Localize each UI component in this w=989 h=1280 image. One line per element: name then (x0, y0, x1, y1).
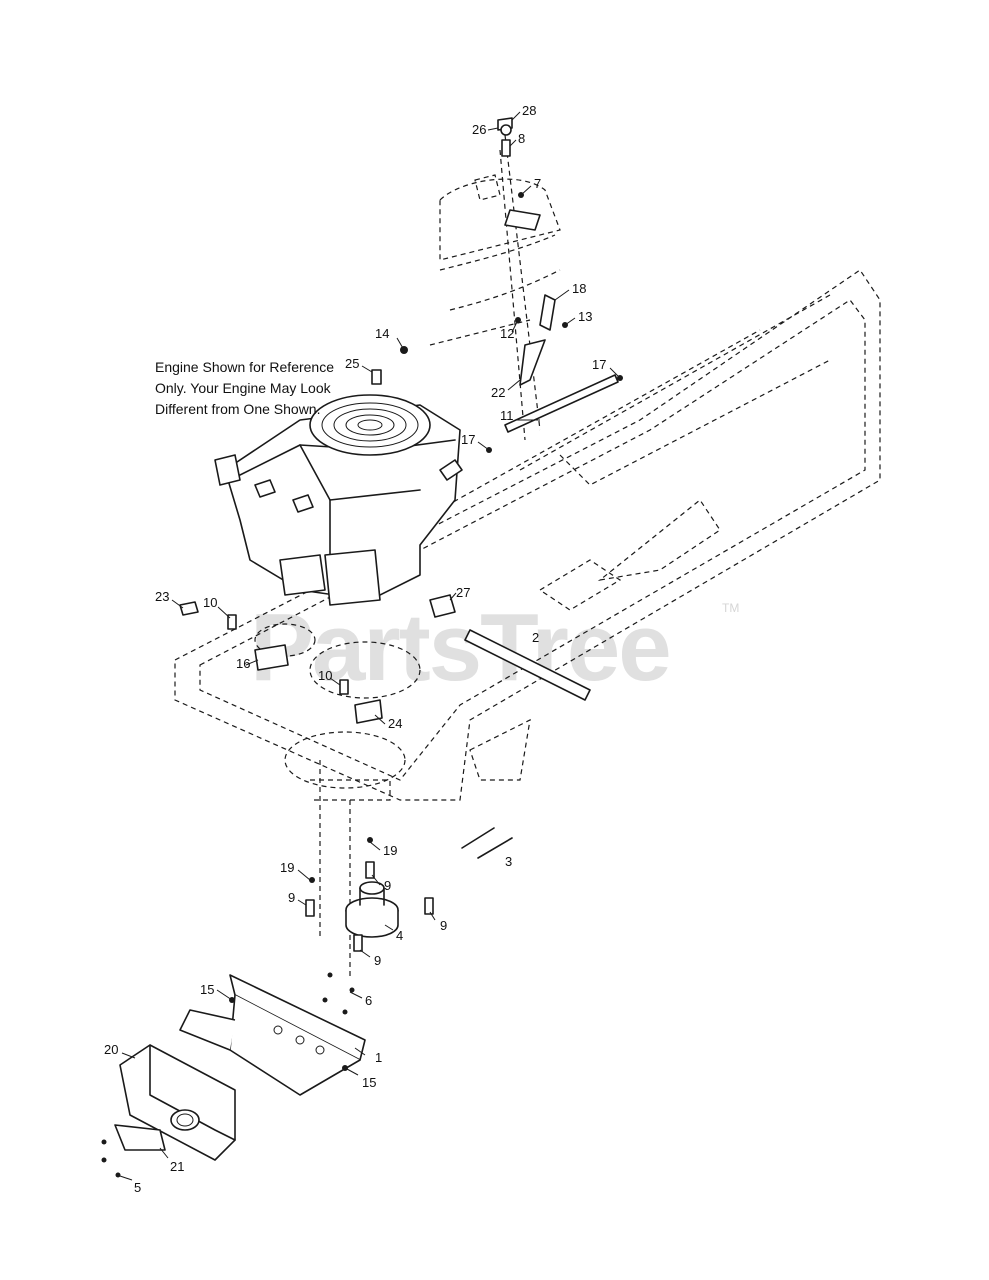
note-line-2: Only. Your Engine May Look (155, 380, 332, 396)
watermark-tm: TM (722, 601, 739, 615)
callout-15-lower[interactable]: 15 (362, 1075, 376, 1090)
note-line-3: Different from One Shown. (155, 401, 320, 417)
callout-9-right[interactable]: 9 (440, 918, 447, 933)
throttle-lever (497, 117, 568, 386)
callout-19-right[interactable]: 19 (383, 843, 397, 858)
callout-28[interactable]: 28 (522, 103, 536, 118)
callout-15-upper[interactable]: 15 (200, 982, 214, 997)
reference-note: Engine Shown for Reference Only. Your En… (155, 359, 334, 417)
callout-24[interactable]: 24 (388, 716, 402, 731)
callout-16[interactable]: 16 (236, 656, 250, 671)
watermark: PartsTree TM (250, 594, 739, 701)
callout-1[interactable]: 1 (375, 1050, 382, 1065)
callout-27[interactable]: 27 (456, 585, 470, 600)
callout-2[interactable]: 2 (532, 630, 539, 645)
engine (214, 346, 463, 606)
callout-17-lower[interactable]: 17 (461, 432, 475, 447)
callout-10-left[interactable]: 10 (203, 595, 217, 610)
leader-lines (119, 111, 621, 1181)
callout-11[interactable]: 11 (500, 408, 514, 423)
callout-8[interactable]: 8 (518, 131, 525, 146)
dash-panel (429, 134, 561, 441)
frame-plate (174, 269, 881, 980)
mount-parts (179, 601, 383, 724)
callout-7[interactable]: 7 (534, 176, 541, 191)
callout-9-left[interactable]: 9 (288, 890, 295, 905)
pulley (305, 837, 434, 952)
callout-9-lower[interactable]: 9 (374, 953, 381, 968)
callout-26[interactable]: 26 (472, 122, 486, 137)
callout-4[interactable]: 4 (396, 928, 403, 943)
callout-19-left[interactable]: 19 (280, 860, 294, 875)
part-3 (461, 827, 513, 859)
callout-21[interactable]: 21 (170, 1159, 184, 1174)
note-line-1: Engine Shown for Reference (155, 359, 334, 375)
callout-14[interactable]: 14 (375, 326, 389, 341)
callout-13[interactable]: 13 (578, 309, 592, 324)
bracket (179, 972, 366, 1096)
watermark-text: PartsTree (250, 594, 670, 701)
callout-6[interactable]: 6 (365, 993, 372, 1008)
drive-shaft (429, 594, 591, 701)
callout-20[interactable]: 20 (104, 1042, 118, 1057)
callout-5[interactable]: 5 (134, 1180, 141, 1195)
callout-3[interactable]: 3 (505, 854, 512, 869)
callout-18[interactable]: 18 (572, 281, 586, 296)
callout-10-center[interactable]: 10 (318, 668, 332, 683)
callout-22[interactable]: 22 (491, 385, 505, 400)
muffler (101, 1044, 236, 1178)
callout-9-upper[interactable]: 9 (384, 878, 391, 893)
callout-25[interactable]: 25 (345, 356, 359, 371)
callout-labels: 28 26 8 7 18 13 12 14 25 22 17 11 17 27 … (104, 103, 606, 1195)
callout-12[interactable]: 12 (500, 326, 514, 341)
callout-23[interactable]: 23 (155, 589, 169, 604)
callout-17-upper[interactable]: 17 (592, 357, 606, 372)
